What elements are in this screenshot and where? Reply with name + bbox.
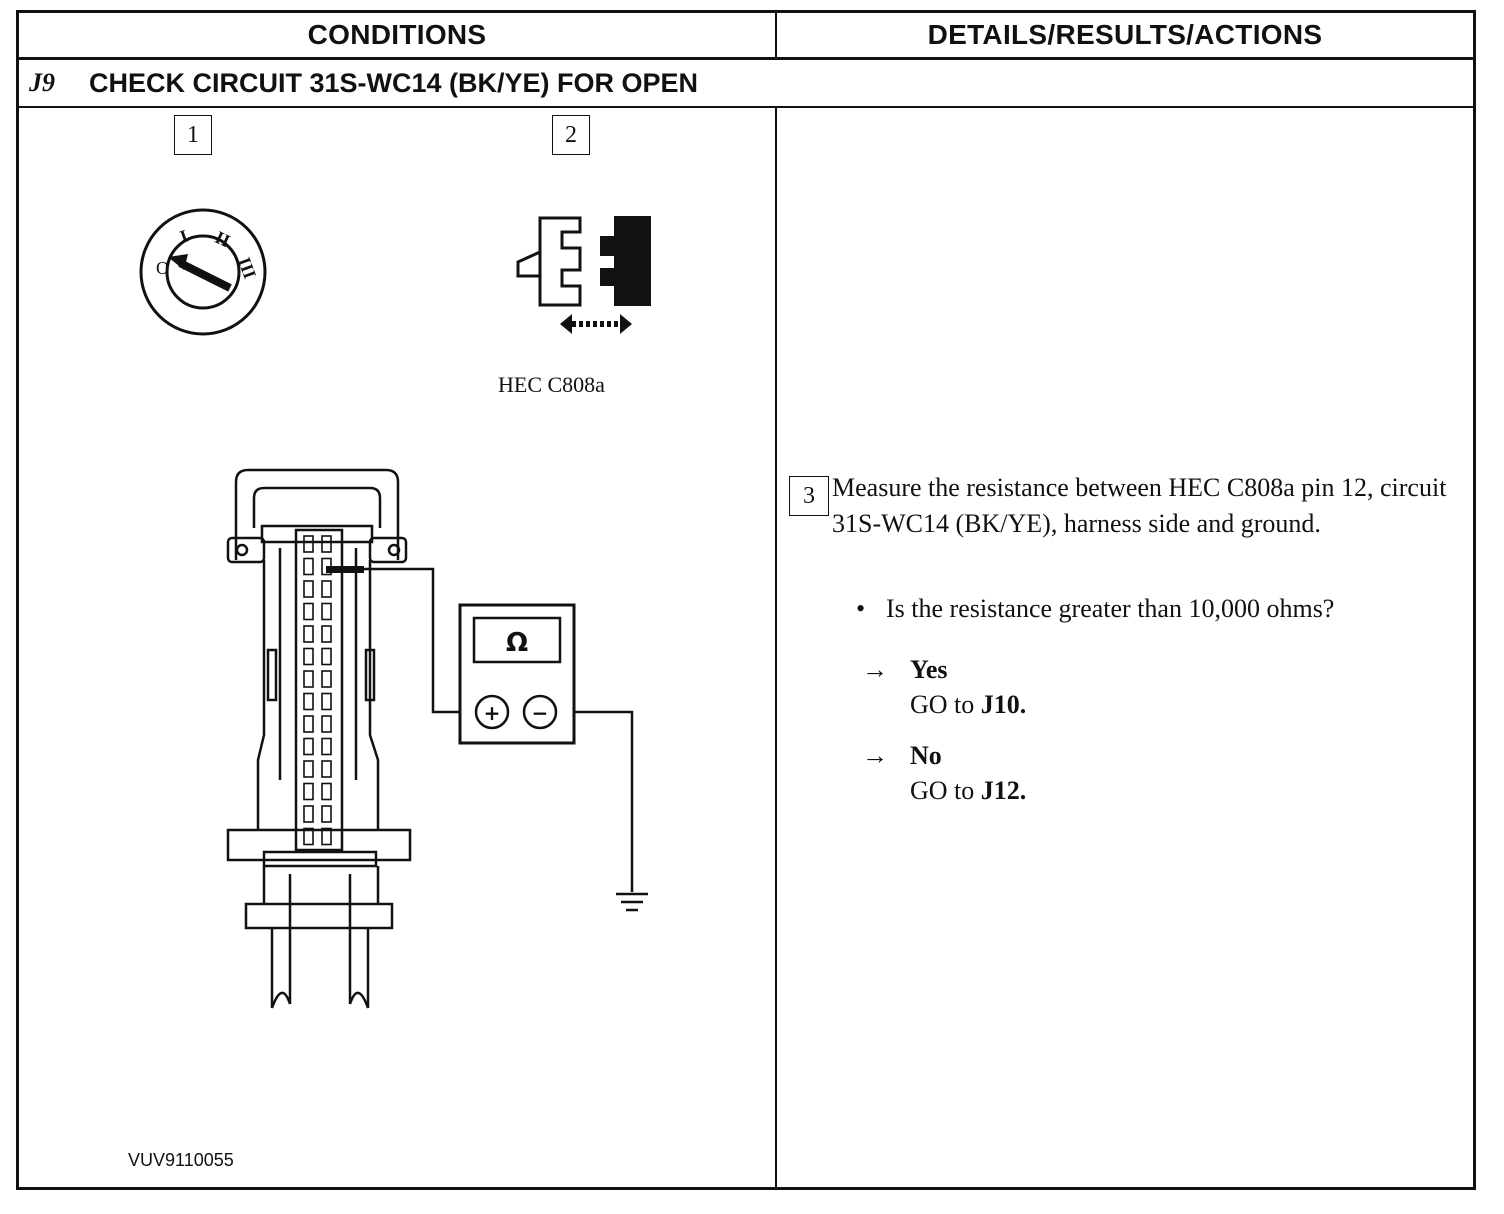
pin-cavity: [321, 602, 332, 621]
pin-cavity: [303, 602, 314, 621]
ground-symbol-icon: [616, 892, 648, 912]
procedure-table: CONDITIONS DETAILS/RESULTS/ACTIONS J9 CH…: [16, 10, 1476, 1190]
pin-cavity: [321, 827, 332, 846]
action-number: 3: [789, 476, 829, 516]
pin-cavity: [321, 647, 332, 666]
step-title-row: J9 CHECK CIRCUIT 31S-WC14 (BK/YE) FOR OP…: [19, 60, 1473, 108]
connector-label: HEC C808a: [498, 372, 605, 397]
pin-cavity: [303, 782, 314, 801]
pin-cavity: [303, 625, 314, 643]
ignition-pos-0: O: [156, 258, 169, 278]
pin-cavity: [303, 805, 314, 823]
arrow-icon: →: [862, 655, 888, 684]
pin-cavity: [321, 625, 332, 643]
ignition-switch-icon: O I II III: [139, 208, 267, 336]
plus-terminal: [474, 694, 510, 730]
minus-label: −: [532, 701, 549, 725]
answer-goto: GO to J10.: [910, 690, 1027, 719]
bullet-icon: •: [856, 594, 866, 623]
pin-cavity: [303, 557, 314, 576]
disconnect-connector-icon: [516, 216, 651, 334]
step-id: J9: [29, 68, 55, 97]
callout-2: 2: [552, 115, 590, 155]
pin-cavity: [303, 535, 314, 553]
pin-cavity: [303, 760, 314, 778]
pin-cavity: [303, 647, 314, 666]
question: • Is the resistance greater than 10,000 …: [856, 594, 1334, 624]
connector-pins: [303, 535, 332, 846]
goto-target[interactable]: J10.: [980, 690, 1027, 719]
plus-label: +: [484, 701, 501, 725]
pin-cavity: [303, 737, 314, 756]
header-divider: [19, 57, 1473, 60]
test-leads: [362, 567, 634, 892]
step-title: CHECK CIRCUIT 31S-WC14 (BK/YE) FOR OPEN: [89, 67, 699, 98]
pin-cavity: [321, 535, 332, 553]
conditions-header: CONDITIONS: [19, 13, 777, 57]
probe-pin-12: [326, 566, 364, 573]
callout-1: 1: [174, 115, 212, 155]
pin-cavity: [303, 827, 314, 846]
answer-label: No: [910, 741, 942, 770]
pin-cavity: [303, 670, 314, 688]
pin-cavity: [321, 715, 332, 733]
pin-cavity: [303, 715, 314, 733]
figure-id: VUV9110055: [128, 1150, 234, 1170]
pin-cavity: [321, 670, 332, 688]
hec-connector: [226, 468, 412, 1009]
minus-terminal: [522, 694, 558, 730]
pin-cavity: [321, 737, 332, 756]
ohm-symbol: Ω: [506, 628, 528, 658]
pin-cavity: [321, 692, 332, 711]
question-text: Is the resistance greater than 10,000 oh…: [886, 594, 1335, 623]
details-header: DETAILS/RESULTS/ACTIONS: [927, 19, 1323, 50]
action-text: Measure the resistance between HEC C808a…: [832, 473, 1447, 538]
answer-label: Yes: [910, 655, 948, 684]
pin-cavity: [303, 692, 314, 711]
pin-cavity: [321, 805, 332, 823]
pin-cavity: [321, 760, 332, 778]
arrow-icon: →: [862, 741, 888, 770]
pin-cavity: [321, 782, 332, 801]
pin-cavity: [303, 580, 314, 598]
answer-goto: GO to J12.: [910, 776, 1027, 805]
column-divider: [775, 106, 777, 1187]
pin-cavity: [321, 580, 332, 598]
ohmmeter: Ω + −: [458, 603, 576, 745]
goto-target[interactable]: J12.: [980, 776, 1027, 805]
